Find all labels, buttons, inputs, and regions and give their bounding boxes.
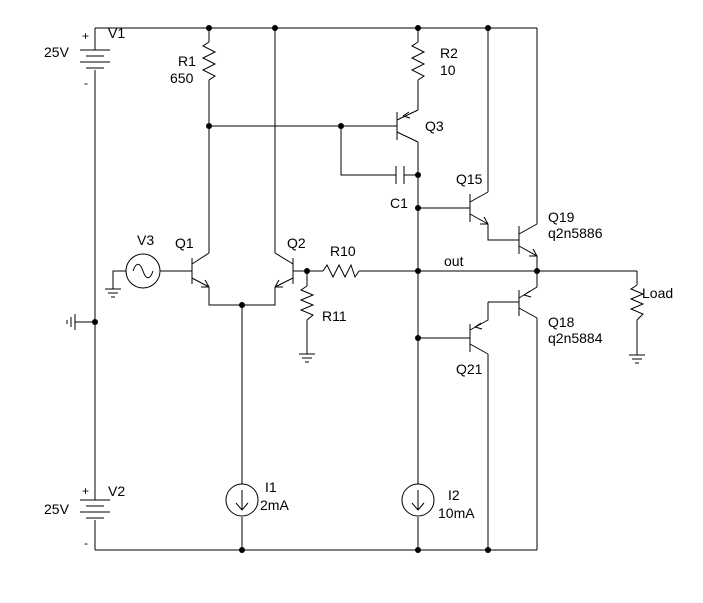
net-label-out: out — [444, 253, 464, 269]
resistor-load: Load — [629, 284, 673, 321]
resistor-r11: R11 — [299, 285, 347, 324]
transistor-q3: Q3 — [396, 109, 444, 143]
transistor-q18: Q18 q2n5884 — [518, 286, 603, 346]
q18-name-label: Q18 — [548, 314, 575, 330]
r2-name-label: R2 — [440, 45, 458, 61]
r1-value-label: 650 — [170, 70, 194, 86]
junction-dot — [415, 25, 421, 31]
transistor-q1: Q1 — [175, 235, 210, 288]
q19-name-label: Q19 — [548, 209, 575, 225]
battery-v1: + - 25V V1 — [44, 25, 125, 90]
junction-dots — [92, 25, 540, 553]
resistor-r2: R2 10 — [410, 41, 458, 81]
v1-name-label: V1 — [108, 25, 125, 41]
r11-name-label: R11 — [322, 308, 347, 324]
transistor-q2: Q2 — [274, 235, 306, 288]
resistor-r10: R10 — [322, 243, 360, 279]
current-source-i1: I1 2mA — [225, 479, 289, 517]
wires — [75, 27, 638, 551]
q19-model-label: q2n5886 — [548, 225, 603, 241]
i2-value-label: 10mA — [438, 505, 475, 521]
junction-dot — [415, 268, 421, 274]
c1-name-label: C1 — [390, 195, 408, 211]
junction-dot — [485, 547, 491, 553]
v2-name-label: V2 — [108, 483, 125, 499]
v1-value-label: 25V — [44, 44, 70, 60]
battery-v2: + - 25V V2 — [44, 483, 125, 550]
junction-dot — [239, 302, 245, 308]
junction-dot — [338, 123, 344, 129]
transistor-q19: Q19 q2n5886 — [518, 209, 603, 257]
q21-name-label: Q21 — [456, 361, 483, 377]
v3-name-label: V3 — [137, 232, 154, 248]
junction-dot — [206, 123, 212, 129]
v2-plus-label: + — [82, 484, 89, 498]
junction-dot — [415, 205, 421, 211]
junction-dot — [239, 547, 245, 553]
junction-dot — [415, 335, 421, 341]
r1-name-label: R1 — [178, 53, 196, 69]
current-source-i2: I2 10mA — [401, 483, 475, 521]
ground-symbol-v3 — [105, 288, 121, 298]
junction-dot — [415, 547, 421, 553]
junction-dot — [415, 172, 421, 178]
junction-dot — [534, 268, 540, 274]
resistor-r1: R1 650 — [170, 41, 217, 86]
junction-dot — [304, 268, 310, 274]
ground-symbol-mid — [66, 314, 76, 330]
q15-name-label: Q15 — [456, 171, 483, 187]
junction-dot — [272, 25, 278, 31]
i1-name-label: I1 — [265, 479, 277, 495]
q18-model-label: q2n5884 — [548, 330, 603, 346]
q1-name-label: Q1 — [175, 235, 194, 251]
v1-minus-label: - — [84, 76, 88, 90]
q3-name-label: Q3 — [425, 118, 444, 134]
junction-dot — [92, 319, 98, 325]
v1-plus-label: + — [82, 29, 89, 43]
r2-value-label: 10 — [440, 62, 456, 78]
r10-name-label: R10 — [330, 243, 356, 259]
transistor-q15: Q15 — [456, 171, 489, 225]
capacitor-c1: C1 — [390, 166, 408, 211]
i1-value-label: 2mA — [260, 497, 289, 513]
load-name-label: Load — [642, 285, 673, 301]
junction-dot — [206, 25, 212, 31]
i2-name-label: I2 — [448, 487, 460, 503]
ground-symbol-r11 — [299, 353, 315, 363]
ground-symbol-load — [629, 354, 645, 364]
junction-dot — [485, 25, 491, 31]
signal-source-v3: V3 — [125, 232, 161, 289]
transistor-q21: Q21 — [456, 302, 489, 377]
q2-name-label: Q2 — [287, 235, 306, 251]
v2-value-label: 25V — [44, 501, 70, 517]
v2-minus-label: - — [84, 536, 88, 550]
